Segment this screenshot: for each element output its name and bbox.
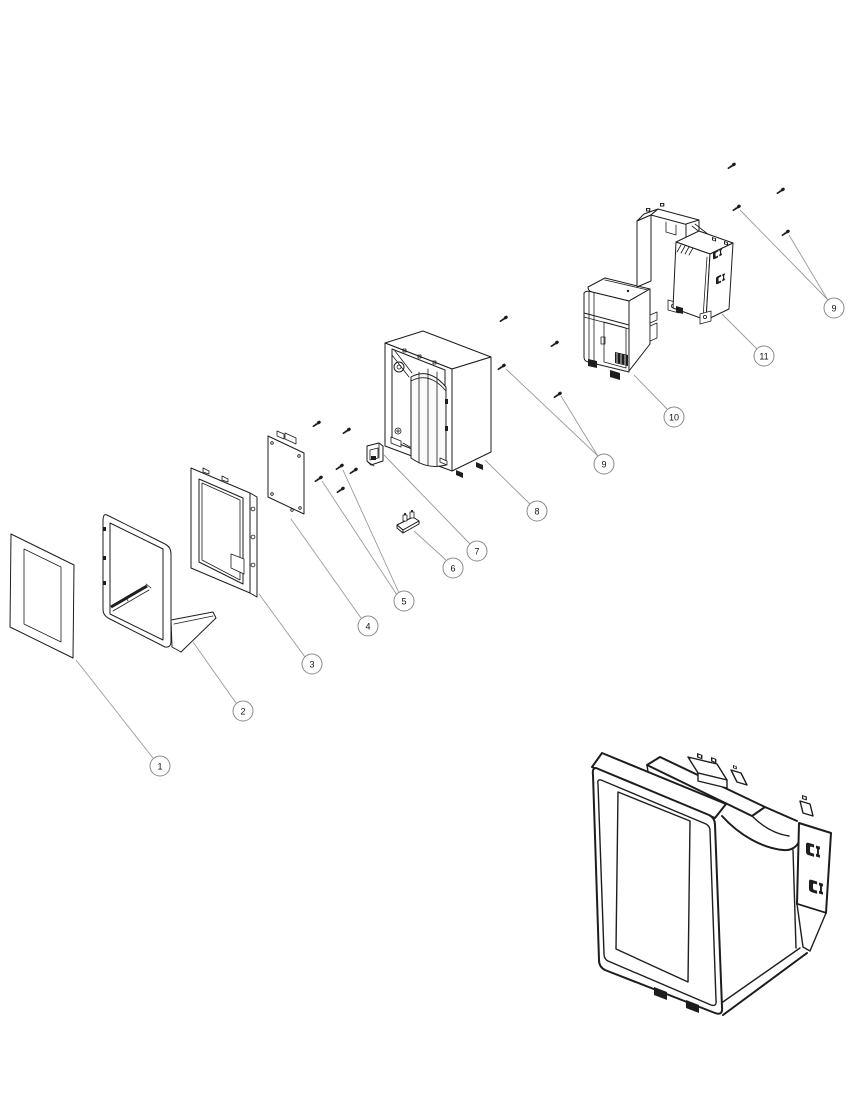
part-circuit-board — [267, 430, 305, 515]
callout-8: 8 — [526, 500, 548, 522]
part-bezel-gasket-frame — [102, 514, 217, 653]
svg-text:10: 10 — [669, 413, 679, 423]
callout-2: 2 — [232, 700, 254, 722]
part-display-mounting-frame — [190, 467, 258, 598]
part-rear-housing — [384, 330, 492, 478]
callouts: 1 2 3 4 5 6 7 8 9 10 11 9 — [149, 297, 845, 777]
callout-10: 10 — [663, 406, 685, 428]
callout-9-middle: 9 — [593, 453, 615, 475]
svg-text:4: 4 — [365, 622, 370, 632]
svg-text:9: 9 — [601, 460, 606, 470]
assembled-unit — [591, 752, 832, 1016]
svg-text:7: 7 — [474, 547, 479, 557]
svg-text:8: 8 — [534, 507, 539, 517]
part-connector-module-assembly — [636, 203, 734, 325]
part-small-bracket — [396, 509, 420, 534]
svg-text:1: 1 — [157, 762, 162, 772]
svg-text:5: 5 — [401, 597, 406, 607]
callout-3: 3 — [301, 653, 323, 675]
svg-text:2: 2 — [240, 707, 245, 717]
leader-lines — [75, 209, 830, 759]
callout-5: 5 — [393, 590, 415, 612]
callout-4: 4 — [357, 615, 379, 637]
svg-text:11: 11 — [759, 352, 768, 362]
svg-text:3: 3 — [309, 660, 314, 670]
callout-11: 11 — [753, 345, 775, 367]
part-screws-5 — [312, 419, 360, 494]
svg-text:9: 9 — [831, 304, 836, 314]
callout-9-top: 9 — [823, 297, 845, 319]
part-screws-9-top — [727, 161, 792, 237]
callout-6: 6 — [442, 557, 464, 579]
part-screws-9-middle — [497, 314, 564, 399]
callout-1: 1 — [149, 755, 171, 777]
callout-7: 7 — [466, 540, 488, 562]
part-front-glass-panel — [9, 533, 75, 659]
part-retaining-clip — [366, 442, 384, 467]
svg-text:6: 6 — [450, 564, 455, 574]
part-side-module — [583, 277, 658, 380]
